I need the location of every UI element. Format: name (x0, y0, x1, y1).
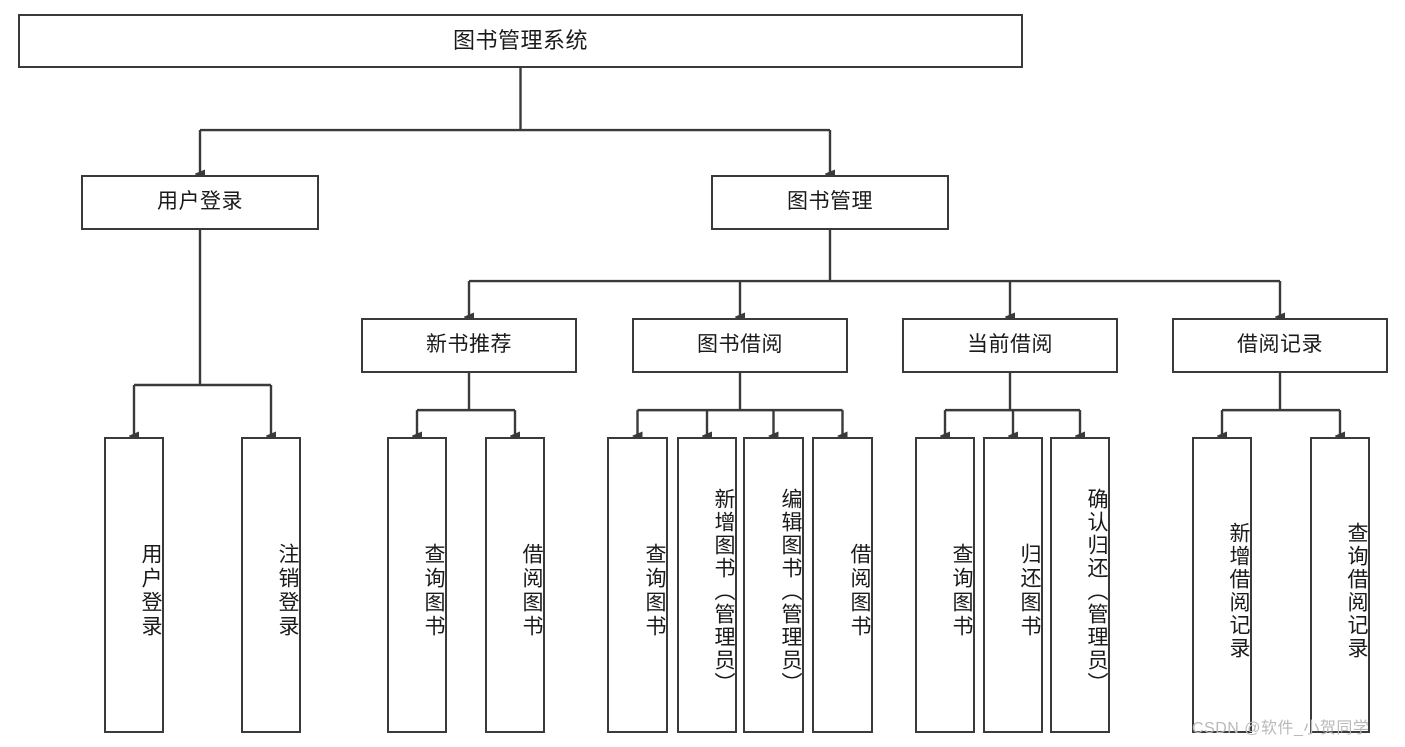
leaf-borrow-edit-book-label: 编辑图书（管理员） (779, 487, 802, 695)
node-book-borrow-label: 图书借阅 (697, 333, 783, 357)
leaf-logout-label: 注销登录 (276, 543, 299, 639)
leaf-current-return-book-label: 归还图书 (1018, 543, 1041, 639)
leaf-current-query-book[interactable]: 查询图书 (915, 437, 975, 733)
node-new-book-recommend[interactable]: 新书推荐 (361, 318, 577, 373)
leaf-borrow-query-book[interactable]: 查询图书 (607, 437, 668, 733)
leaf-current-return-book[interactable]: 归还图书 (983, 437, 1043, 733)
leaf-borrow-borrow-book-label: 借阅图书 (848, 543, 871, 639)
leaf-borrow-edit-book[interactable]: 编辑图书（管理员） (743, 437, 804, 733)
leaf-borrow-borrow-book[interactable]: 借阅图书 (812, 437, 873, 733)
node-borrow-record[interactable]: 借阅记录 (1172, 318, 1388, 373)
leaf-user-login[interactable]: 用户登录 (104, 437, 164, 733)
node-root[interactable]: 图书管理系统 (18, 14, 1023, 68)
leaf-user-login-label: 用户登录 (139, 543, 162, 639)
node-book-borrow[interactable]: 图书借阅 (632, 318, 848, 373)
leaf-current-confirm-return[interactable]: 确认归还（管理员） (1050, 437, 1110, 733)
node-root-label: 图书管理系统 (452, 28, 588, 54)
leaf-record-query-label: 查询借阅记录 (1345, 522, 1368, 660)
node-book-manage-label: 图书管理 (787, 190, 873, 214)
leaf-current-query-book-label: 查询图书 (950, 543, 973, 639)
leaf-record-query[interactable]: 查询借阅记录 (1310, 437, 1370, 733)
leaf-recommend-borrow-book[interactable]: 借阅图书 (485, 437, 545, 733)
leaf-record-add-label: 新增借阅记录 (1227, 522, 1250, 660)
leaf-borrow-add-book[interactable]: 新增图书（管理员） (677, 437, 737, 733)
leaf-current-confirm-return-label: 确认归还（管理员） (1085, 487, 1108, 695)
leaf-borrow-query-book-label: 查询图书 (643, 543, 666, 639)
node-current-borrow-label: 当前借阅 (967, 333, 1053, 357)
leaf-logout[interactable]: 注销登录 (241, 437, 301, 733)
node-new-book-recommend-label: 新书推荐 (426, 333, 512, 357)
leaf-borrow-add-book-label: 新增图书（管理员） (712, 487, 735, 695)
node-user-login[interactable]: 用户登录 (81, 175, 319, 230)
leaf-recommend-borrow-book-label: 借阅图书 (520, 543, 543, 639)
node-current-borrow[interactable]: 当前借阅 (902, 318, 1118, 373)
leaf-record-add[interactable]: 新增借阅记录 (1192, 437, 1252, 733)
leaf-recommend-query-book-label: 查询图书 (422, 543, 445, 639)
node-user-login-label: 用户登录 (157, 190, 243, 214)
node-book-manage[interactable]: 图书管理 (711, 175, 949, 230)
leaf-recommend-query-book[interactable]: 查询图书 (387, 437, 447, 733)
csdn-watermark: CSDN @软件_小贺同学 (1192, 720, 1370, 737)
node-borrow-record-label: 借阅记录 (1237, 333, 1323, 357)
